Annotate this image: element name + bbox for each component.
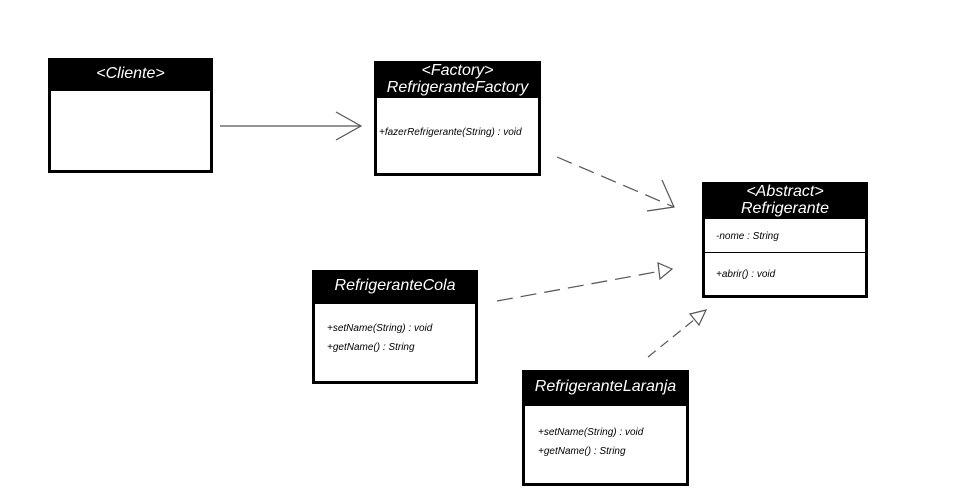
class-name: RefrigeranteLaranja [534,378,677,395]
class-header: <Factory> RefrigeranteFactory [374,61,541,98]
relation-factory-refrigerante [556,156,675,212]
arrowhead-icon [646,179,675,212]
methods-section: +abrir() : void [705,253,865,284]
relation-cliente-factory [220,111,363,141]
class-refrigerante: <Abstract> Refrigerante -nome : String +… [702,182,868,298]
inheritance-line [647,310,706,358]
arrowhead-icon [335,111,363,141]
class-name: RefrigeranteFactory [386,79,529,96]
class-name: Refrigerante [740,200,830,217]
arrowhead-icon [657,262,674,281]
inheritance-line [496,268,673,302]
relation-cola-refrigerante [496,262,674,302]
class-refrigerante-factory: <Factory> RefrigeranteFactory +fazerRefr… [374,61,541,176]
methods-section: +setName(String) : void +getName() : Str… [525,406,686,461]
class-header: <Cliente> [48,58,213,91]
class-stereotype: <Factory> [421,62,494,79]
method-item: +getName() : String [327,342,415,353]
class-header: <Abstract> Refrigerante [702,182,868,219]
section-divider [705,252,865,253]
dependency-line [556,156,675,208]
attribute-item: -nome : String [716,231,779,242]
arrowhead-icon [688,309,708,327]
class-refrigerante-laranja: RefrigeranteLaranja +setName(String) : v… [522,370,689,486]
method-item: +getName() : String [538,446,626,457]
class-name: <Cliente> [96,65,165,82]
class-header: RefrigeranteLaranja [522,370,689,406]
method-item: +setName(String) : void [538,427,644,438]
class-header: RefrigeranteCola [312,270,478,304]
class-stereotype: <Abstract> [746,183,824,200]
method-item: +fazerRefrigerante(String) : void [379,127,522,138]
methods-section: +fazerRefrigerante(String) : void [377,98,538,142]
attributes-section: -nome : String [705,219,865,252]
method-item: +abrir() : void [716,269,776,280]
class-refrigerante-cola: RefrigeranteCola +setName(String) : void… [312,270,478,384]
relation-laranja-refrigerante [647,309,708,358]
methods-section: +setName(String) : void +getName() : Str… [315,304,475,357]
class-cliente: <Cliente> [48,58,213,173]
class-name: RefrigeranteCola [334,277,456,294]
method-item: +setName(String) : void [327,323,433,334]
